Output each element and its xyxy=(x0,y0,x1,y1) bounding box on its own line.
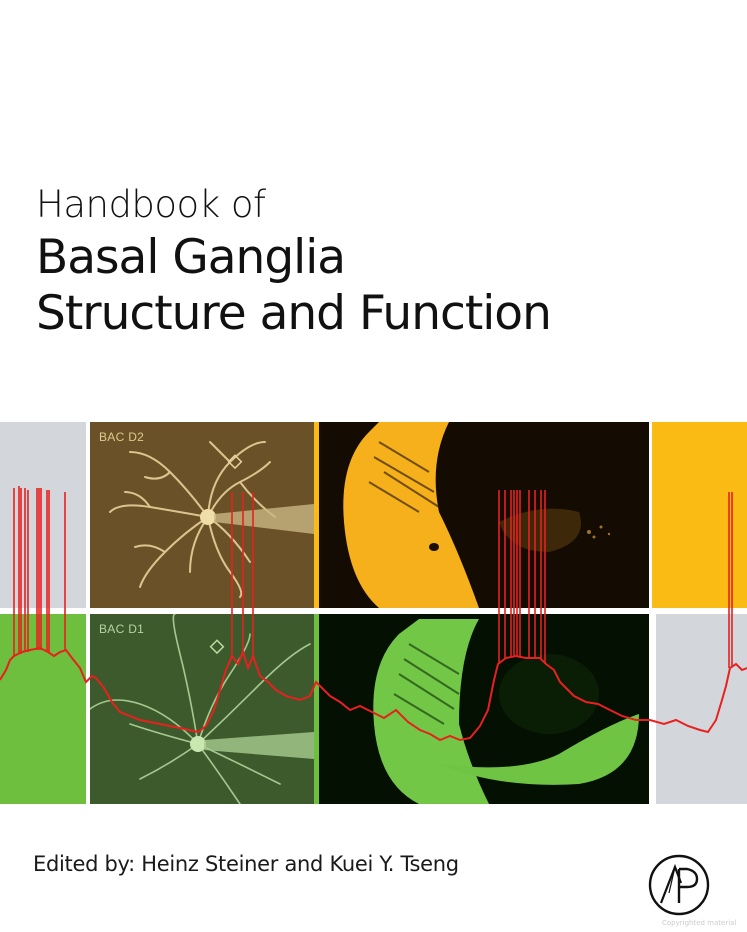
neuron-d1-image xyxy=(90,614,314,804)
title-block: Handbook of Basal Ganglia Structure and … xyxy=(36,182,552,344)
cover-figure: BAC D2 xyxy=(0,420,747,806)
panel-label-bac-d1: BAC D1 xyxy=(99,622,145,636)
yellow-strip-top-right xyxy=(652,422,747,608)
yellow-stripe xyxy=(314,422,319,608)
panel-label-bac-d2: BAC D2 xyxy=(99,430,145,444)
brain-section-d1-image xyxy=(373,619,639,804)
watermark: Copyrighted material xyxy=(662,919,737,927)
title-line-3: Structure and Function xyxy=(36,286,552,341)
membrane-potential-trace xyxy=(0,486,747,742)
neuron-d1-panel: BAC D1 xyxy=(90,614,314,804)
neuron-d2-panel: BAC D2 xyxy=(90,422,314,608)
title-line-2: Basal Ganglia xyxy=(36,230,346,285)
brain-section-d2-panel xyxy=(319,422,649,608)
editors-line: Edited by: Heinz Steiner and Kuei Y. Tse… xyxy=(33,852,459,876)
neuron-d2-image xyxy=(109,441,314,598)
publisher-logo-ap-icon xyxy=(648,854,710,916)
brain-section-d1-panel xyxy=(319,614,649,804)
green-stripe xyxy=(314,614,319,804)
title-line-1: Handbook of xyxy=(36,183,266,226)
